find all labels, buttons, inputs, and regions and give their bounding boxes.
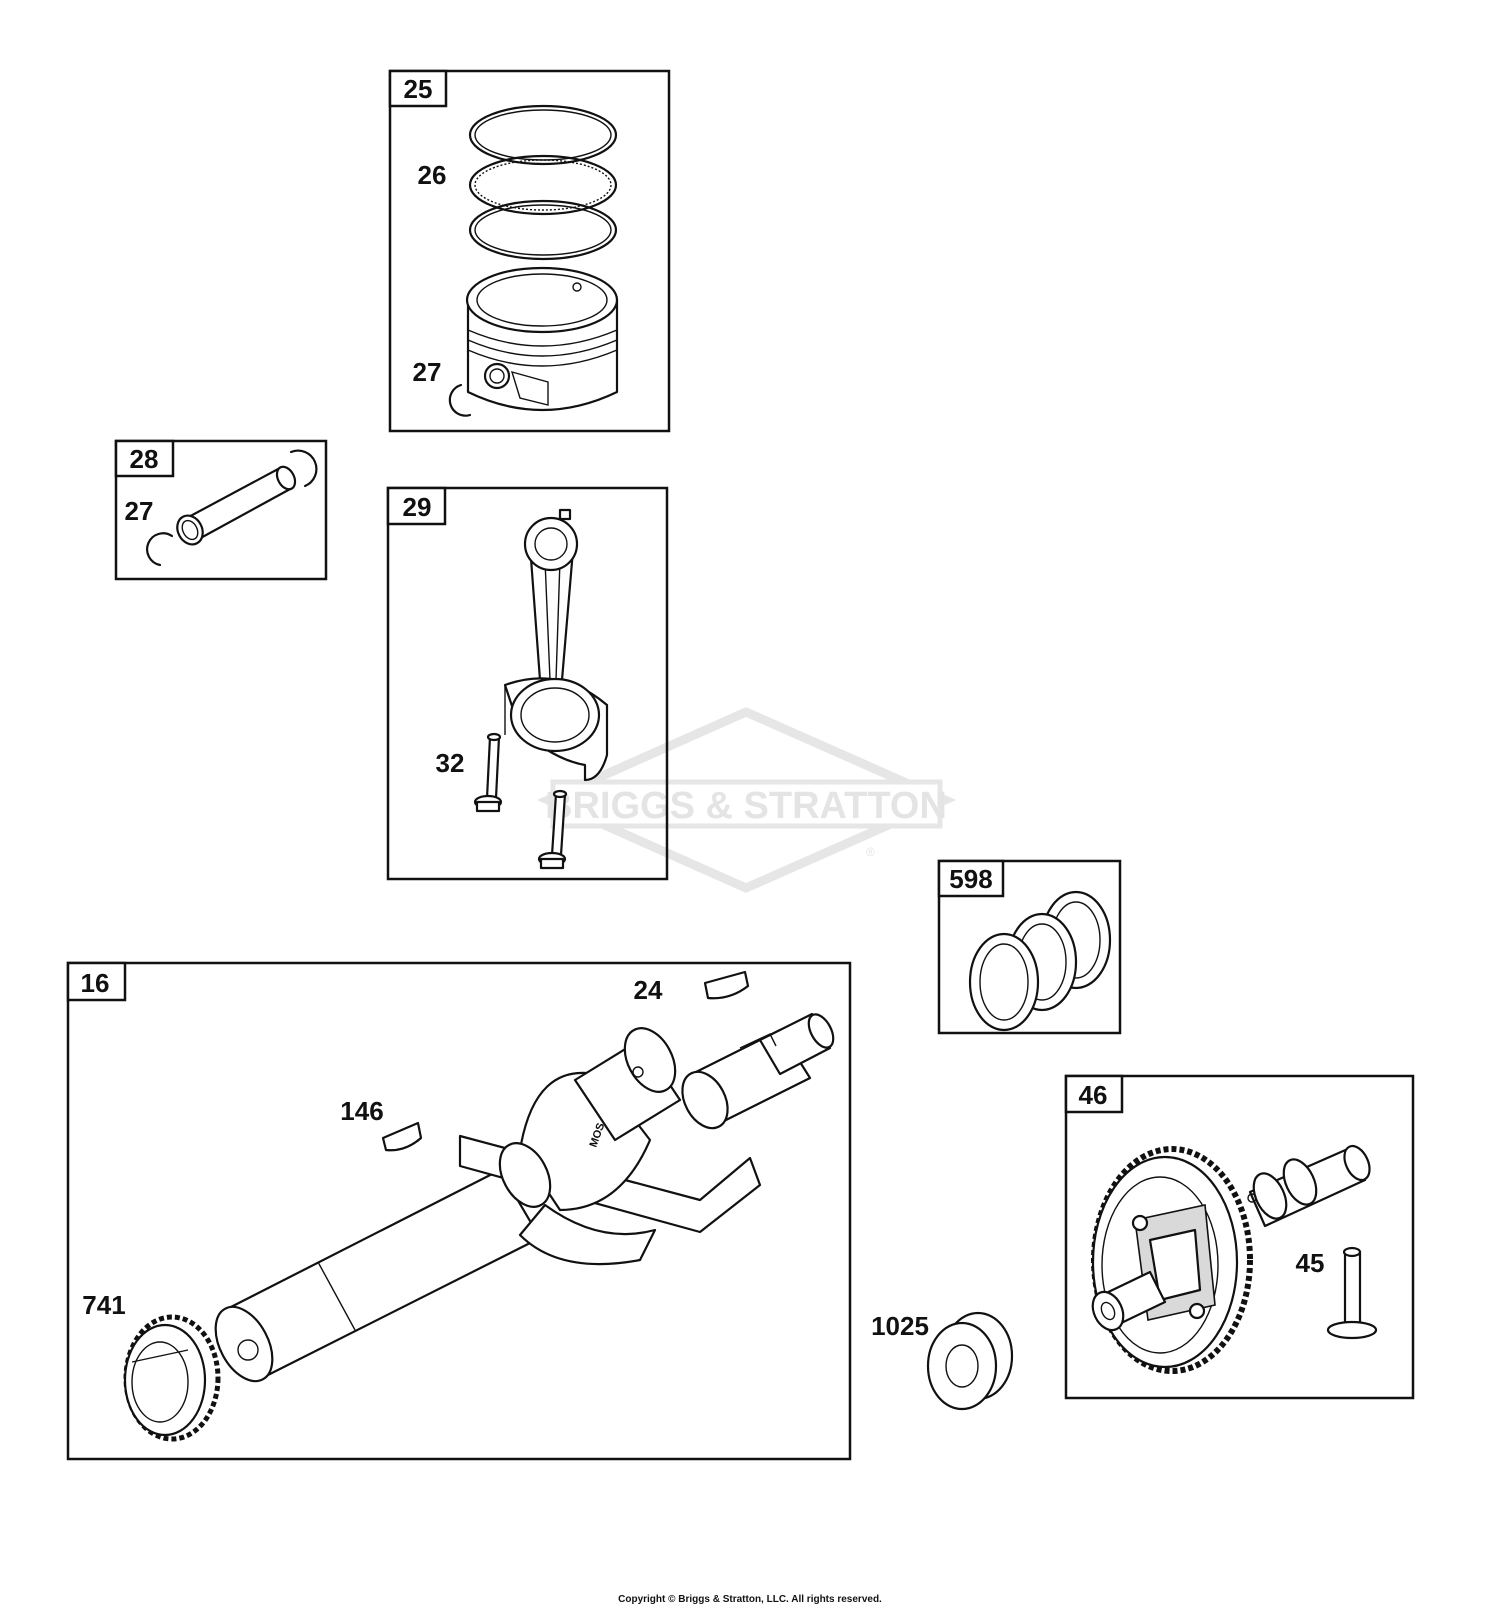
camshaft[interactable] (1087, 1142, 1375, 1374)
copyright-notice: Copyright © Briggs & Stratton, LLC. All … (618, 1594, 882, 1605)
group-598-tag (937, 859, 1005, 898)
part-label-741[interactable]: 741 (82, 1290, 125, 1320)
piston-pin-clip[interactable] (448, 383, 472, 417)
briggs-stratton-watermark: BRIGGS & STRATTON ® (536, 707, 957, 893)
group-29-label[interactable]: 29 (403, 492, 432, 522)
group-25-piston-assembly[interactable]: 25 26 27 (388, 69, 671, 433)
wrist-pin-clip-left[interactable] (146, 532, 174, 567)
group-28-label[interactable]: 28 (130, 444, 159, 474)
rod-bolt-upper[interactable] (473, 732, 503, 813)
group-25-label[interactable]: 25 (404, 74, 433, 104)
crankshaft-gear[interactable] (123, 1314, 221, 1442)
watermark-text: BRIGGS & STRATTON (545, 785, 947, 827)
part-label-26[interactable]: 26 (418, 160, 447, 190)
part-label-27-lower[interactable]: 27 (125, 496, 154, 526)
group-46-camshaft-assembly[interactable]: 46 45 (1064, 1074, 1415, 1400)
watermark-registered-mark: ® (866, 845, 875, 859)
part-label-1025[interactable]: 1025 (871, 1311, 929, 1341)
part-label-24[interactable]: 24 (634, 975, 663, 1005)
group-16-tag (66, 961, 127, 1002)
group-28-frame (114, 439, 328, 581)
part-label-45[interactable]: 45 (1296, 1248, 1325, 1278)
group-29-frame (386, 486, 669, 881)
wrist-pin[interactable] (172, 464, 298, 549)
group-29-tag (386, 486, 447, 526)
group-16-crankshaft-assembly[interactable]: 16 MOS 24 (66, 961, 852, 1461)
spacer-ring-stack[interactable] (968, 890, 1112, 1032)
oil-seal[interactable] (926, 1311, 1014, 1411)
group-25-tag (388, 69, 448, 108)
flywheel-key[interactable] (703, 970, 750, 1000)
part-label-27-upper[interactable]: 27 (413, 357, 442, 387)
group-29-connecting-rod[interactable]: 29 32 (386, 486, 669, 881)
part-label-32[interactable]: 32 (436, 748, 465, 778)
connecting-rod[interactable] (503, 508, 609, 782)
group-46-label[interactable]: 46 (1079, 1080, 1108, 1110)
group-25-frame (388, 69, 671, 433)
gear-key[interactable] (381, 1121, 423, 1152)
group-28-wrist-pin[interactable]: 28 27 (114, 439, 328, 581)
group-46-frame (1064, 1074, 1415, 1400)
group-598-label: 598 (949, 864, 992, 894)
group-46-tag (1064, 1074, 1124, 1114)
piston-rings[interactable] (468, 104, 618, 261)
group-16-label[interactable]: 16 (81, 968, 110, 998)
part-label-146[interactable]: 146 (340, 1096, 383, 1126)
crankshaft[interactable]: MOS (204, 1010, 838, 1390)
group-598-frame (937, 859, 1122, 1035)
rod-bolt-lower[interactable] (537, 789, 568, 870)
group-16-frame (66, 961, 852, 1461)
piston[interactable] (465, 266, 619, 411)
compression-release-pin[interactable] (1326, 1246, 1378, 1340)
group-598-spacer-rings[interactable]: 598 (937, 859, 1122, 1035)
group-28-tag (114, 439, 175, 478)
wrist-pin-clip-right[interactable] (289, 449, 318, 488)
